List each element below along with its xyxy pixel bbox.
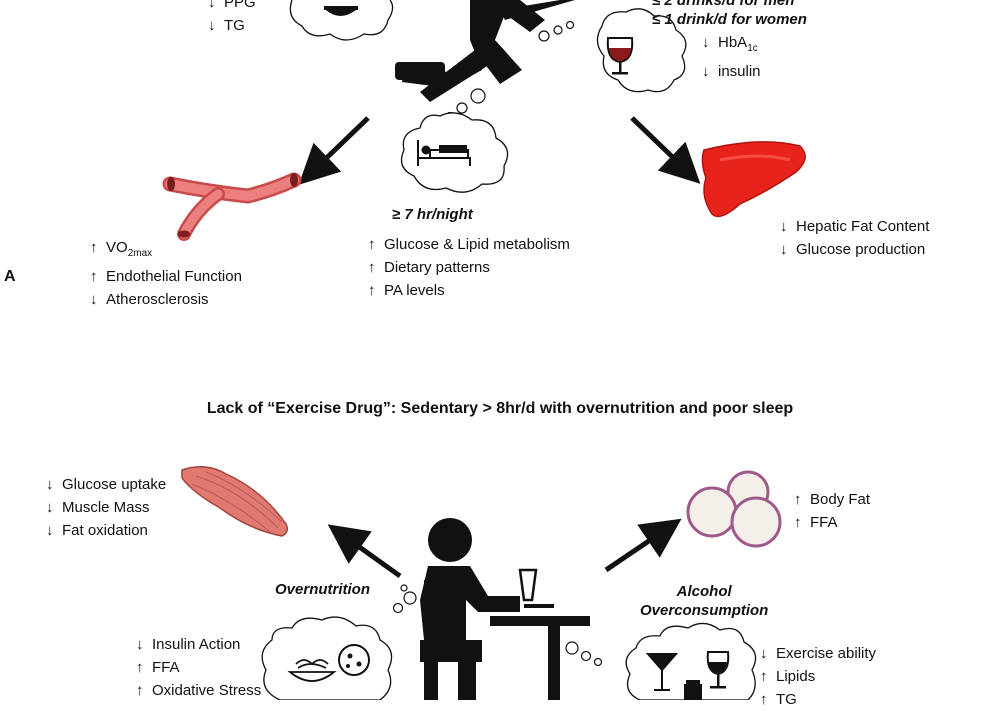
muscle-icon bbox=[181, 466, 289, 537]
diet-cloud bbox=[289, 0, 394, 41]
cocktail-glass-icon bbox=[645, 653, 679, 691]
arrow-to-fat bbox=[604, 518, 682, 573]
muscle-effect-1: ↓Glucose uptake bbox=[46, 476, 167, 493]
fat-effect-2: ↑FFA bbox=[794, 514, 838, 531]
panel-a-letter: A bbox=[4, 268, 16, 285]
thought-bubbles-b bbox=[392, 584, 603, 667]
running-person-icon bbox=[395, 0, 575, 102]
alcohol-label: Alcohol Overconsumption bbox=[640, 582, 768, 620]
wine-glass-icon bbox=[606, 37, 634, 75]
diet-effect-1: ↓PPG bbox=[208, 0, 256, 11]
sleep-effects: ↑Glucose & Lipid metabolism ↑Dietary pat… bbox=[368, 233, 570, 302]
overnutrition-effects: ↓Insulin Action ↑FFA ↑Oxidative Stress bbox=[136, 633, 261, 702]
alcohol-b-effect-2: ↑Lipids bbox=[760, 668, 816, 685]
bowl-icon bbox=[326, 10, 356, 16]
overnutrition-effect-1: ↓Insulin Action bbox=[136, 636, 241, 653]
wine-glass-icon-b bbox=[706, 651, 730, 689]
alcohol-b-effect-1: ↓Exercise ability bbox=[760, 645, 877, 662]
arrow-to-vessel bbox=[298, 116, 370, 185]
diet-effect-2: ↓TG bbox=[208, 17, 245, 34]
sleep-effect-1: ↑Glucose & Lipid metabolism bbox=[368, 236, 570, 253]
bed-icon bbox=[417, 140, 471, 166]
fat-effects: ↑Body Fat ↑FFA bbox=[794, 488, 870, 534]
sleep-cloud bbox=[400, 112, 509, 193]
fat-effect-1: ↑Body Fat bbox=[794, 491, 871, 508]
overnutrition-cloud bbox=[261, 616, 393, 700]
sleep-target: ≥ 7 hr/night bbox=[392, 206, 473, 223]
sleep-effect-2: ↑Dietary patterns bbox=[368, 259, 490, 276]
alcohol-effects-b: ↓Exercise ability ↑Lipids ↑TG bbox=[760, 642, 876, 711]
liver-icon bbox=[701, 141, 806, 218]
alcohol-limit: ≤ 2 drinks/d for men ≤ 1 drink/d for wom… bbox=[652, 0, 807, 29]
vessel-effect-3: ↓Atherosclerosis bbox=[90, 291, 209, 308]
muscle-effect-2: ↓Muscle Mass bbox=[46, 499, 150, 516]
alcohol-label-line-2: Overconsumption bbox=[640, 602, 769, 619]
fat-cells-icon bbox=[686, 470, 782, 548]
arrow-to-muscle bbox=[327, 524, 402, 579]
vessel-effect-1: ↑VO2max bbox=[90, 239, 153, 259]
panel-b-title: Lack of “Exercise Drug”: Sedentary > 8hr… bbox=[206, 400, 794, 417]
beer-icon bbox=[684, 680, 702, 700]
alcohol-effect-1: ↓HbA1c bbox=[702, 34, 758, 54]
overnutrition-effect-3: ↑Oxidative Stress bbox=[136, 682, 262, 699]
muscle-effects: ↓Glucose uptake ↓Muscle Mass ↓Fat oxidat… bbox=[46, 473, 166, 542]
alcohol-limit-men: ≤ 2 drinks/d for men bbox=[652, 0, 795, 9]
overnutrition-label: Overnutrition bbox=[275, 581, 371, 598]
sitting-person-icon bbox=[420, 518, 590, 700]
alcohol-cloud bbox=[625, 622, 757, 700]
alcohol-label-line-1: Alcohol bbox=[676, 583, 732, 600]
pizza-icon bbox=[338, 644, 370, 676]
vessel-effect-2: ↑Endothelial Function bbox=[90, 268, 242, 285]
pasta-icon bbox=[287, 659, 337, 682]
blood-vessel-icon bbox=[162, 172, 302, 241]
alcohol-limit-women: ≤ 1 drink/d for women bbox=[652, 11, 807, 28]
alcohol-effects-a: ↓HbA1c ↓insulin bbox=[702, 31, 761, 83]
liver-effects: ↓Hepatic Fat Content ↓Glucose production bbox=[780, 215, 929, 261]
liver-effect-2: ↓Glucose production bbox=[780, 241, 926, 258]
wine-cloud bbox=[596, 8, 687, 93]
vessel-effects: ↑VO2max ↑Endothelial Function ↓Atheroscl… bbox=[90, 236, 242, 311]
muscle-effect-3: ↓Fat oxidation bbox=[46, 522, 148, 539]
sleep-effect-3: ↑PA levels bbox=[368, 282, 445, 299]
arrow-to-liver bbox=[630, 116, 701, 184]
diet-effects: ↓PPG ↓TG bbox=[208, 0, 256, 37]
overnutrition-effect-2: ↑FFA bbox=[136, 659, 180, 676]
alcohol-effect-2: ↓insulin bbox=[702, 63, 761, 80]
liver-effect-1: ↓Hepatic Fat Content bbox=[780, 218, 930, 235]
